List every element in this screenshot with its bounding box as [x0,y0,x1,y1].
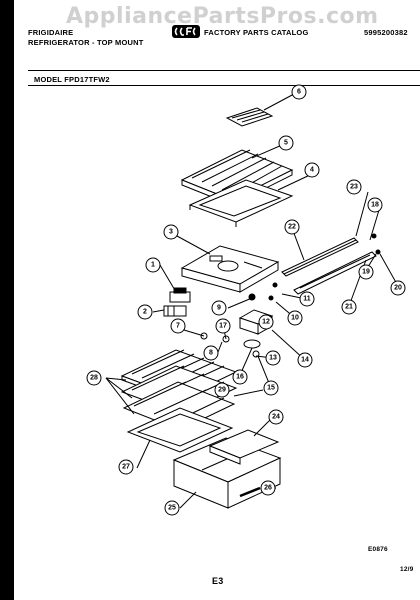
svg-text:16: 16 [236,374,244,381]
callout-27: 27 [118,459,134,475]
date-fragment: 12/9 [400,566,414,573]
svg-text:13: 13 [269,355,277,362]
svg-text:3: 3 [169,229,173,236]
parts-sheet: AppliancePartsPros.com FRIGIDAIRE REFRIG… [14,0,420,600]
svg-text:20: 20 [394,285,402,292]
page-number: E3 [212,576,224,586]
callout-6: 6 [291,84,307,100]
brand-logo [172,25,200,38]
callout-2: 2 [137,304,153,320]
brand-line-1: FRIGIDAIRE [28,28,74,37]
callout-25: 25 [164,500,180,516]
callout-4: 4 [304,162,320,178]
callout-23: 23 [346,179,362,195]
svg-text:19: 19 [362,269,370,276]
svg-text:27: 27 [122,464,130,471]
svg-text:29: 29 [218,387,226,394]
watermark: AppliancePartsPros.com [66,4,379,29]
callout-8: 8 [203,345,219,361]
svg-text:6: 6 [297,89,301,96]
svg-text:11: 11 [303,296,311,303]
part-22-drawing [281,237,359,277]
header-rule-top [28,70,420,71]
callout-5: 5 [278,135,294,151]
callout-18: 18 [367,197,383,213]
callout-22: 22 [284,219,300,235]
svg-text:26: 26 [264,485,272,492]
part-2-drawing [163,305,187,317]
callout-19: 19 [358,264,374,280]
svg-text:24: 24 [272,414,280,421]
logo-mark [174,27,196,36]
part-24-drawing [208,429,280,465]
part-27-drawing [126,407,234,453]
exploded-diagram: 1 2 3 4 5 6 7 8 9 10 11 12 13 14 15 16 1… [86,84,406,516]
svg-text:8: 8 [209,350,213,357]
svg-text:17: 17 [219,323,227,330]
svg-text:18: 18 [371,202,379,209]
header-rule-bottom [28,85,420,86]
callout-29: 29 [214,382,230,398]
part-28-drawing [120,349,238,431]
svg-text:1: 1 [151,262,155,269]
svg-text:28: 28 [90,375,98,382]
svg-text:22: 22 [288,224,296,231]
svg-text:23: 23 [350,184,358,191]
part-4-drawing [188,179,294,227]
callout-12: 12 [258,314,274,330]
callout-14: 14 [297,352,313,368]
model-label: MODEL FPD17TFW2 [34,75,110,84]
part-6-drawing [225,107,274,127]
svg-text:12: 12 [262,319,270,326]
svg-text:4: 4 [310,167,314,174]
callout-9: 9 [211,300,227,316]
part-1-drawing [169,287,191,303]
svg-text:10: 10 [291,315,299,322]
callout-11: 11 [299,291,315,307]
svg-text:21: 21 [345,304,353,311]
svg-text:15: 15 [267,385,275,392]
brand-line-2: REFRIGERATOR - TOP MOUNT [28,38,144,47]
callout-24: 24 [268,409,284,425]
callout-21: 21 [341,299,357,315]
callout-26: 26 [260,480,276,496]
callout-1: 1 [145,257,161,273]
callout-17: 17 [215,318,231,334]
svg-text:25: 25 [168,505,176,512]
svg-text:2: 2 [143,309,147,316]
callout-20: 20 [390,280,406,296]
part-21-drawing [293,251,377,295]
callout-15: 15 [263,380,279,396]
callout-7: 7 [170,318,186,334]
part-3-drawing [180,245,280,293]
catalog-number: 5995200382 [364,28,408,37]
catalog-title: FACTORY PARTS CATALOG [204,28,309,37]
svg-text:14: 14 [301,357,309,364]
svg-text:9: 9 [217,305,221,312]
callout-16: 16 [232,369,248,385]
callout-3: 3 [163,224,179,240]
figure-code: E0876 [368,546,388,553]
callout-10: 10 [287,310,303,326]
svg-text:7: 7 [176,323,180,330]
callout-13: 13 [265,350,281,366]
callout-28: 28 [86,370,102,386]
svg-text:5: 5 [284,140,288,147]
